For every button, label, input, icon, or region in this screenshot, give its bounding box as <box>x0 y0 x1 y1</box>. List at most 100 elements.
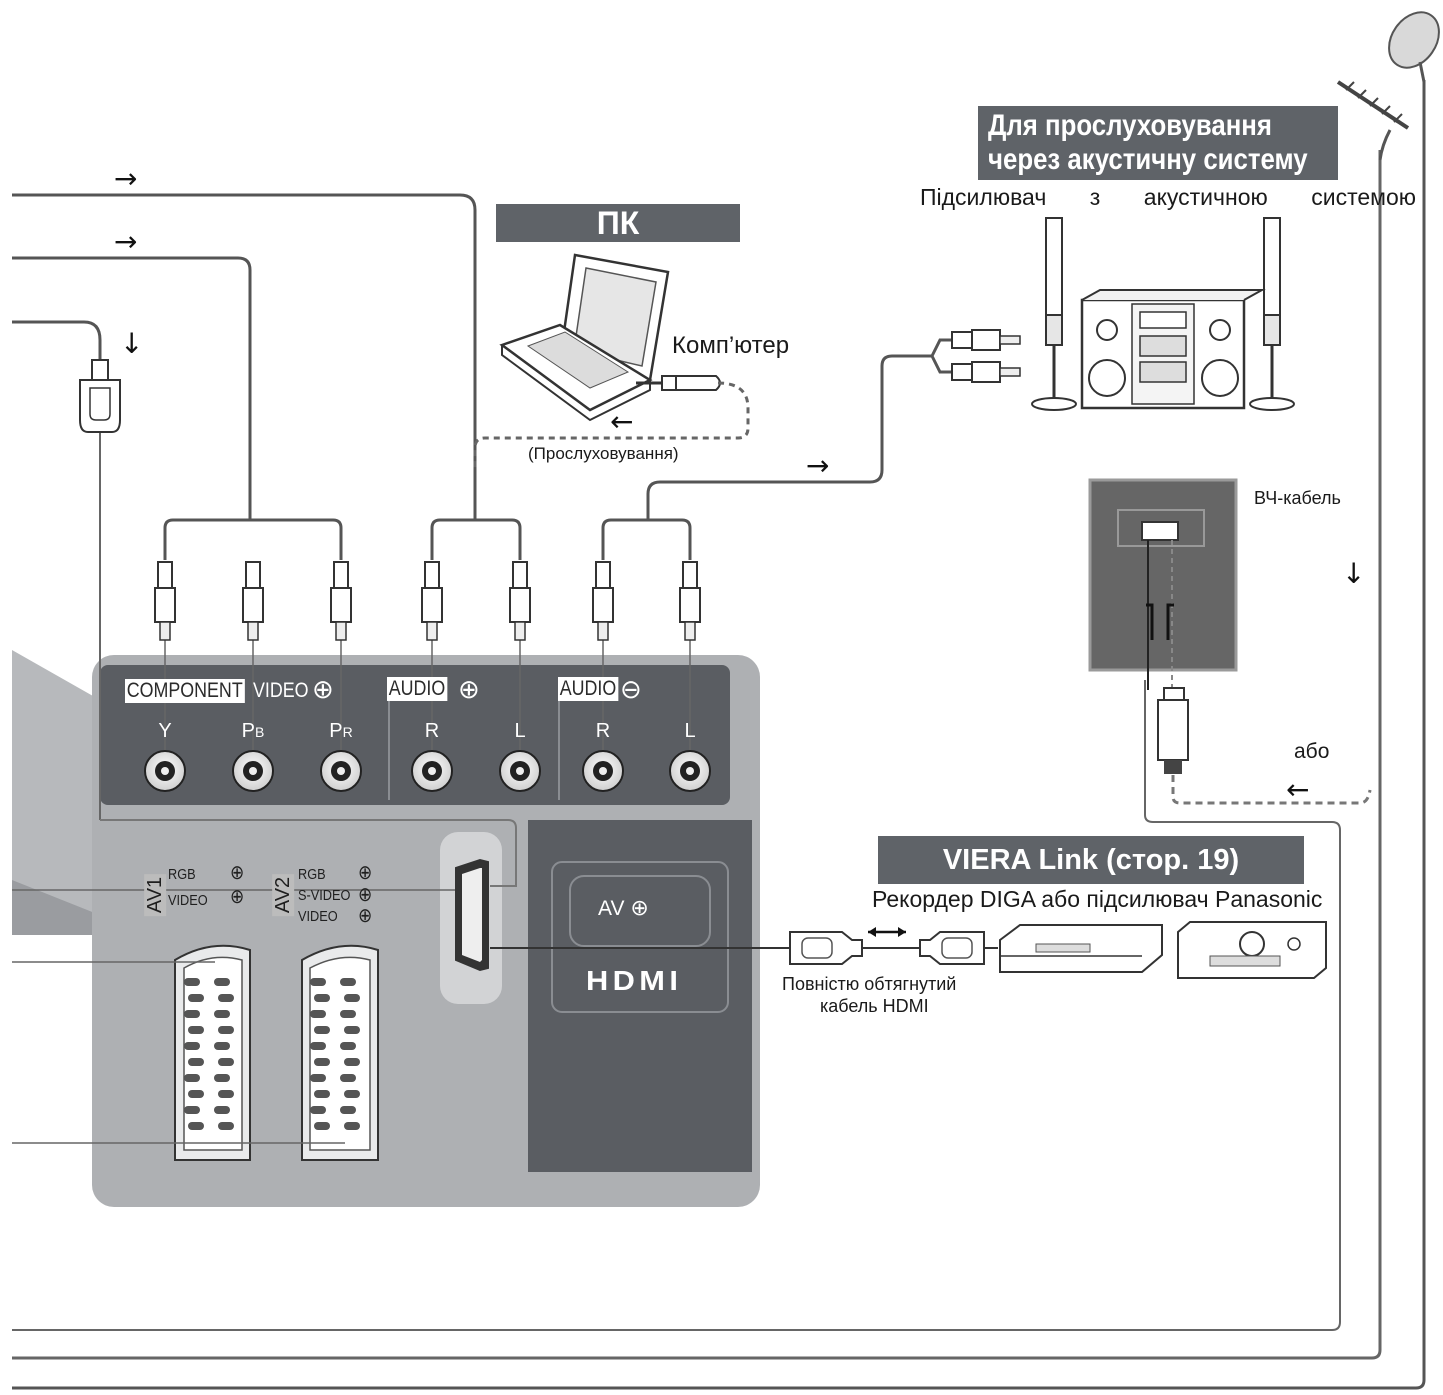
av1-signal-rgb: RGB <box>168 866 196 883</box>
rca-plug <box>679 561 701 750</box>
rca-jack[interactable] <box>320 750 362 792</box>
or-label: або <box>1294 740 1330 763</box>
panasonic-amplifier-illustration <box>1177 921 1327 979</box>
arrow-down-icon: ↓ <box>120 327 144 360</box>
av2-input-icon: ⊕ <box>358 884 373 906</box>
amplifier-label: Підсилювач з акустичною системою <box>920 184 1416 210</box>
arrow-right-icon: → <box>114 162 138 195</box>
scart-pin <box>184 1106 200 1114</box>
rca-jack[interactable] <box>669 750 711 792</box>
scart-pin <box>214 978 230 986</box>
av1-signal-video: VIDEO <box>168 892 208 909</box>
scart-av2 <box>301 944 379 1161</box>
scart-pin <box>188 1090 204 1098</box>
rca-jack[interactable] <box>232 750 274 792</box>
av2-signal-rgb: RGB <box>298 866 326 883</box>
heading-speaker-system: Для прослуховування через акустичну сист… <box>978 106 1338 180</box>
av1-input-icon: ⊕ <box>230 886 245 908</box>
av2-signal-svideo: S-VIDEO <box>298 887 351 904</box>
scart-pin <box>218 994 234 1002</box>
rca-jack[interactable] <box>582 750 624 792</box>
scart-pin <box>310 1010 326 1018</box>
rf-cable-inner <box>12 680 1341 1331</box>
scart-pin <box>340 978 356 986</box>
av2-signal-video: VIDEO <box>298 908 338 925</box>
antenna-cable-outer <box>12 80 1426 1390</box>
heading-viera-link: VIERA Link (стор. 19) <box>878 836 1304 884</box>
scart-pin <box>310 978 326 986</box>
jack-label: L <box>684 720 696 742</box>
cable-component <box>12 256 252 520</box>
scart-pin <box>340 1010 356 1018</box>
scart-pin <box>344 1026 360 1034</box>
bidirectional-arrow <box>868 927 906 937</box>
scart-pin <box>218 1122 234 1130</box>
heading-pc-text: ПК <box>596 204 640 241</box>
component-tag: COMPONENT <box>125 679 245 703</box>
scart-pin <box>314 1122 330 1130</box>
hdmi-cable-label-line2: кабель HDMI <box>820 996 929 1016</box>
satellite-dish-illustration <box>1388 11 1440 83</box>
arrow-down-icon: ↓ <box>1342 557 1366 590</box>
audio-output-icon: ⊖ <box>620 675 642 705</box>
scart-pin <box>184 1042 200 1050</box>
scart-pin <box>184 1010 200 1018</box>
scart-pin <box>344 1122 360 1130</box>
laptop-illustration <box>499 253 670 422</box>
av1-input-icon: ⊕ <box>230 862 245 884</box>
audio-out-tag: AUDIO <box>558 677 618 701</box>
computer-label: Комп’ютер <box>672 332 790 359</box>
arrow-right-icon: → <box>806 449 830 482</box>
cable-pc-audio <box>473 381 750 470</box>
rf-wall-socket <box>1088 478 1238 690</box>
speaker-system-illustration <box>1031 217 1295 411</box>
scart-pin <box>344 994 360 1002</box>
jack-label: R <box>424 720 440 742</box>
hdmi-logo: HDMI <box>586 965 683 996</box>
av-input-icon: ⊕ <box>630 896 649 921</box>
scart-pin <box>314 1058 330 1066</box>
recorder-label: Рекордер DIGA або підсилювач Panasonic <box>872 886 1323 912</box>
av-button-frame <box>569 875 711 947</box>
scart-pin <box>310 1042 326 1050</box>
cable-hdmi-source <box>12 320 102 362</box>
cable-audio-in <box>12 193 477 520</box>
scart-pin <box>218 1090 234 1098</box>
rca-jack[interactable] <box>411 750 453 792</box>
av2-input-icon: ⊕ <box>358 905 373 927</box>
diga-recorder-illustration <box>999 924 1163 973</box>
scart-pin <box>314 994 330 1002</box>
jack-label: R <box>595 720 611 742</box>
scart-pin <box>214 1042 230 1050</box>
scart-pin <box>218 1026 234 1034</box>
scart-pin <box>340 1074 356 1082</box>
arrow-left-icon: ← <box>1286 773 1310 806</box>
jack-label: L <box>514 720 526 742</box>
scart-pin <box>184 978 200 986</box>
stereo-rca-plugs <box>951 329 1021 383</box>
rf-cable-label: ВЧ-кабель <box>1254 488 1341 508</box>
scart-pin <box>214 1106 230 1114</box>
scart-pin <box>340 1042 356 1050</box>
rf-plug <box>1157 687 1189 774</box>
scart-pin <box>184 1074 200 1082</box>
rca-jack[interactable] <box>144 750 186 792</box>
av-button[interactable]: AV ⊕ <box>598 896 649 921</box>
av1-tag: AV1 <box>144 873 167 917</box>
jack-label: Y <box>158 720 172 742</box>
av2-tag: AV2 <box>272 873 295 917</box>
rca-jack[interactable] <box>499 750 541 792</box>
listening-label: (Прослуховування) <box>528 444 679 463</box>
audio-input-icon: ⊕ <box>458 675 480 705</box>
av2-input-icon: ⊕ <box>358 862 373 884</box>
jack-label: PB <box>241 720 265 742</box>
scart-pin <box>188 1122 204 1130</box>
scart-pin <box>214 1010 230 1018</box>
scart-pin <box>310 1106 326 1114</box>
rca-plug <box>421 561 443 750</box>
hdmi-cable-plugs <box>789 931 998 965</box>
hdmi-plug-left <box>79 359 121 433</box>
rca-plug <box>242 561 264 750</box>
